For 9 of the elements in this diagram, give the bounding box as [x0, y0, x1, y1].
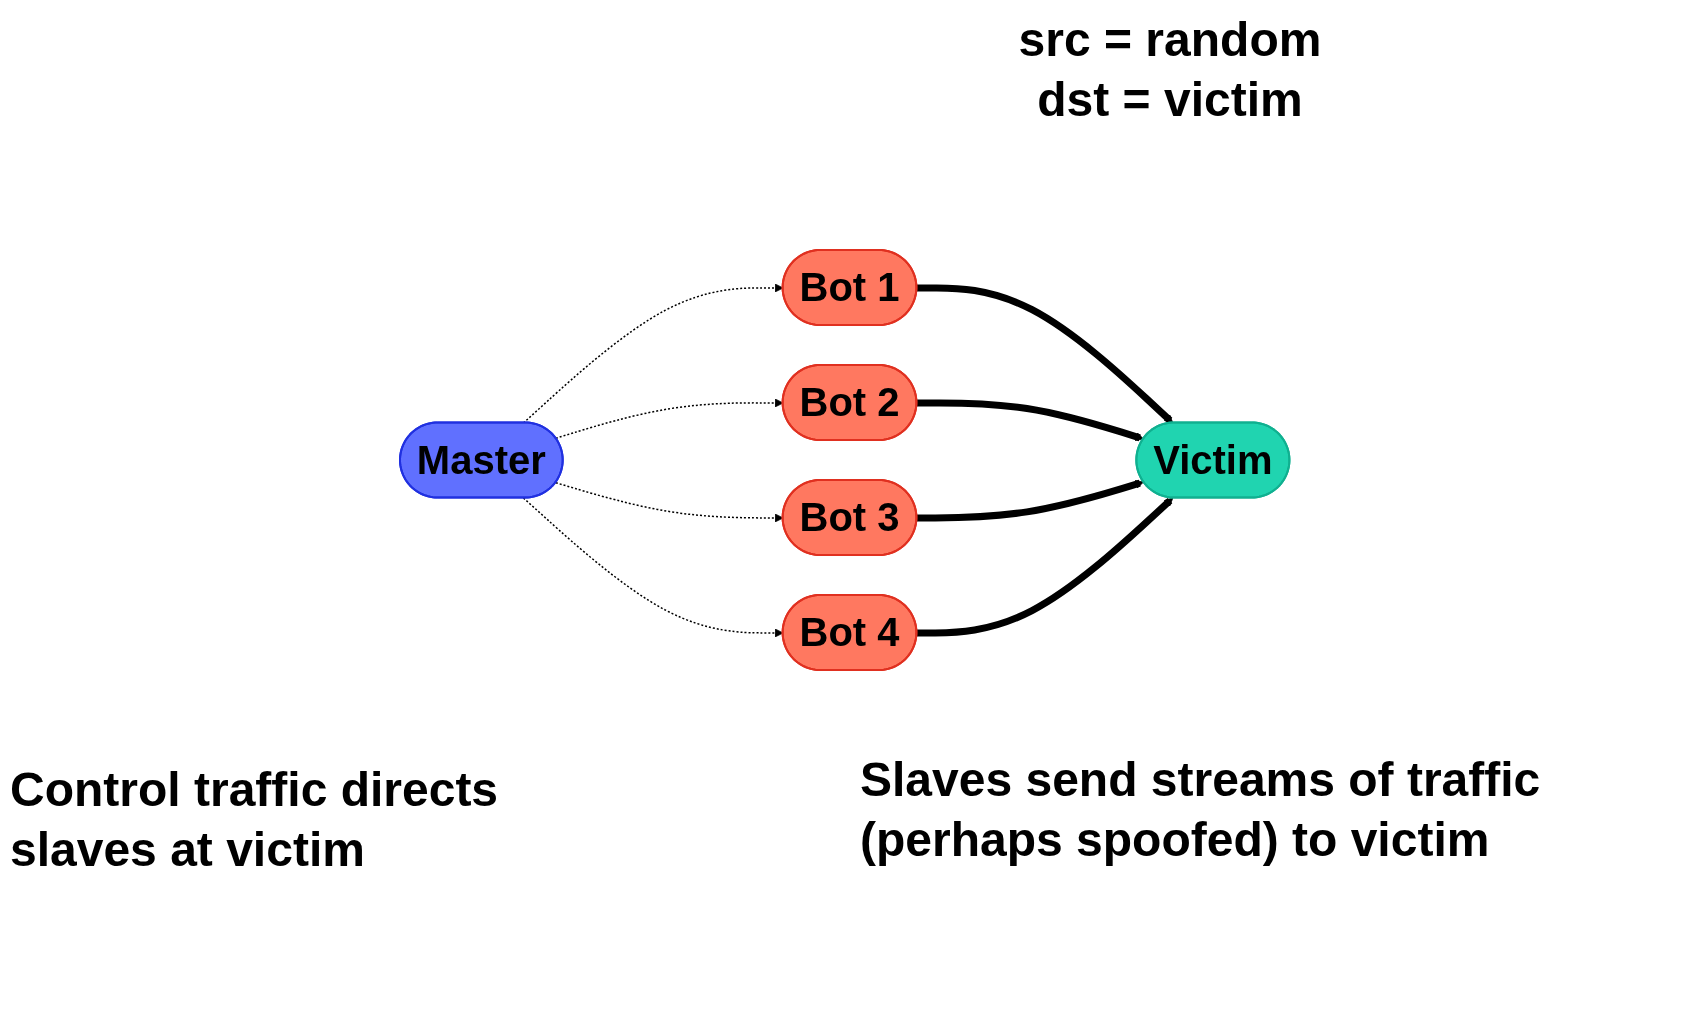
- arrow: [917, 399, 1145, 442]
- caption-note: Control traffic directs slaves at victim: [10, 762, 500, 878]
- arrow: [523, 497, 784, 638]
- arrow: [917, 284, 1174, 424]
- arrow: [917, 497, 1174, 637]
- arrow: [917, 479, 1145, 522]
- address-note: src = random dst = victim: [1017, 12, 1323, 128]
- caption-note: Slaves send streams of traffic (perhaps spoofed) to victim: [860, 752, 1542, 868]
- arrow: [555, 482, 784, 523]
